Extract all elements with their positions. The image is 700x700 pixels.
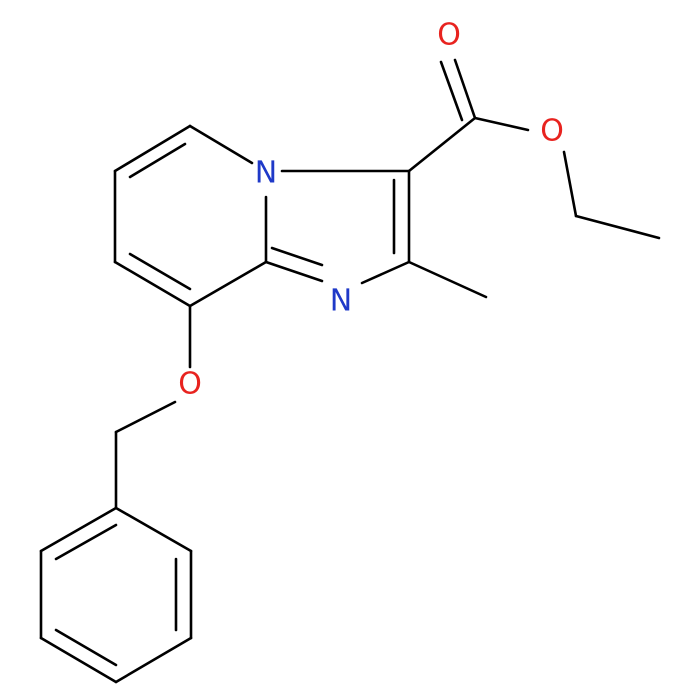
bond-c5-n4 bbox=[188, 124, 254, 165]
bond-c2-methyl bbox=[407, 260, 488, 299]
bond-c8-c8a bbox=[188, 260, 268, 308]
atom-label-n-bridge: N bbox=[255, 156, 277, 191]
atom-label-group: N N O O O bbox=[178, 18, 564, 402]
bond-ph6-ph1 bbox=[39, 506, 118, 553]
bond-c3-carboxyl bbox=[407, 116, 477, 173]
bond-ph4-ph5-inner bbox=[54, 628, 118, 667]
bond-ph4-ph5 bbox=[39, 636, 118, 684]
bond-ph1-ph2 bbox=[114, 506, 193, 553]
bond-group bbox=[39, 58, 661, 684]
atom-label-o-carbonyl: O bbox=[437, 18, 461, 53]
bond-c8a-n1-inner bbox=[270, 246, 324, 267]
bond-ch2-ch3 bbox=[574, 214, 661, 240]
bond-ph3-ph4 bbox=[114, 636, 193, 684]
bond-carboxyl-oester bbox=[473, 116, 530, 132]
bond-carbonyl-b bbox=[439, 60, 464, 122]
bond-c7-c8 bbox=[113, 260, 192, 308]
bond-c8a-n1 bbox=[264, 260, 324, 283]
atom-label-o-ether: O bbox=[178, 367, 202, 402]
bond-c5-c6 bbox=[113, 124, 192, 173]
atom-label-o-ester: O bbox=[540, 114, 564, 149]
bond-carbonyl-a bbox=[453, 58, 477, 120]
bond-c7-c8-inner bbox=[128, 252, 192, 291]
bond-oester-ch2 bbox=[562, 150, 578, 218]
atom-label-n-ring: N bbox=[330, 284, 352, 319]
bond-oether-ch2 bbox=[114, 400, 177, 434]
bond-ph6-ph1-inner bbox=[54, 523, 118, 561]
bond-c5-c6-inner bbox=[128, 142, 187, 179]
bond-n1-c2 bbox=[360, 260, 411, 285]
